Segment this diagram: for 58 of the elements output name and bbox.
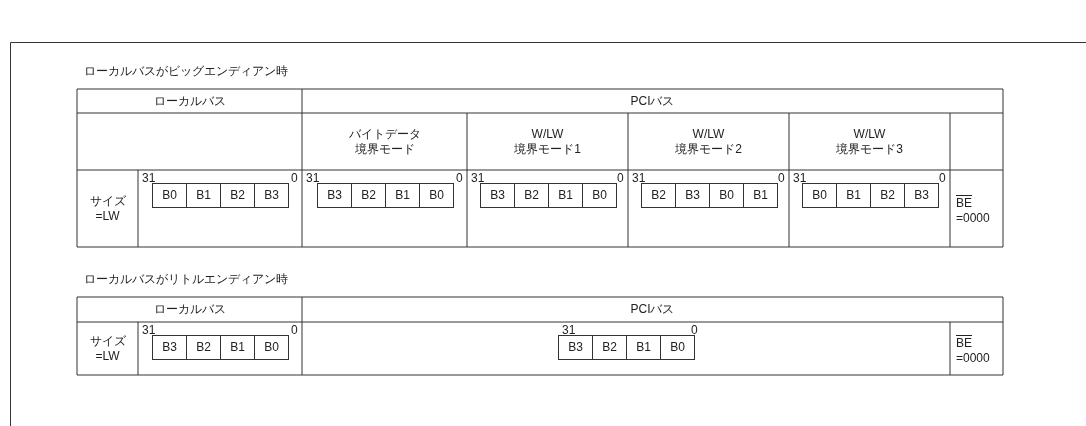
byte-cell: B1: [548, 183, 583, 208]
bit-number: 31: [562, 323, 576, 338]
byte-cell: B2: [592, 335, 627, 360]
byte-cell: B0: [254, 335, 289, 360]
byte-cell: B1: [385, 183, 420, 208]
byte-cell: B2: [870, 183, 905, 208]
section-title: ローカルバスがビッグエンディアン時: [84, 64, 288, 79]
mode-header: W/LW 境界モード2: [674, 126, 743, 157]
byte-cell: B3: [254, 183, 289, 208]
bit-number: 0: [778, 171, 785, 186]
byte-cell: B3: [152, 335, 187, 360]
byte-enable-value: =0000: [956, 350, 990, 366]
bit-number: 31: [142, 323, 156, 338]
byte-cell: B2: [220, 183, 255, 208]
byte-cell: B2: [514, 183, 549, 208]
byte-cell: B0: [660, 335, 695, 360]
byte-cell: B0: [709, 183, 744, 208]
column-header: PCIバス: [629, 302, 676, 317]
byte-cell: B0: [419, 183, 454, 208]
byte-cell: B1: [626, 335, 661, 360]
byte-cell: B0: [582, 183, 617, 208]
byte-cell: B1: [220, 335, 255, 360]
mode-header: W/LW 境界モード3: [835, 126, 904, 157]
bit-number: 0: [291, 323, 298, 338]
mode-header: バイトデータ境界モード: [347, 126, 422, 157]
byte-enable-value: =0000: [956, 210, 990, 226]
byte-enable-signal: BE: [956, 335, 972, 351]
column-header: PCIバス: [629, 93, 676, 109]
byte-cell: B2: [186, 335, 221, 360]
bit-number: 0: [617, 171, 624, 186]
row-header: サイズ =LW: [88, 193, 127, 224]
byte-cell: B0: [152, 183, 187, 208]
bit-number: 31: [793, 171, 807, 186]
bit-number: 0: [691, 323, 698, 338]
bit-number: 31: [142, 171, 156, 186]
byte-cell: B3: [904, 183, 939, 208]
byte-cell: B2: [641, 183, 676, 208]
byte-cell: B3: [317, 183, 352, 208]
bit-number: 31: [632, 171, 646, 186]
byte-cell: B1: [836, 183, 871, 208]
section-title: ローカルバスがリトルエンディアン時: [84, 272, 288, 287]
byte-cell: B1: [186, 183, 221, 208]
byte-cell: B0: [802, 183, 837, 208]
bit-number: 0: [456, 171, 463, 186]
bit-number: 31: [306, 171, 320, 186]
bit-number: 31: [471, 171, 485, 186]
byte-cell: B3: [675, 183, 710, 208]
bit-number: 0: [291, 171, 298, 186]
byte-cell: B3: [558, 335, 593, 360]
byte-cell: B2: [351, 183, 386, 208]
byte-enable-signal: BE: [956, 195, 972, 211]
mode-header: W/LW 境界モード1: [513, 126, 582, 157]
byte-cell: B1: [743, 183, 778, 208]
byte-cell: B3: [480, 183, 515, 208]
column-header: ローカルバス: [152, 93, 227, 109]
bit-number: 0: [939, 171, 946, 186]
row-header: サイズ =LW: [88, 333, 127, 364]
column-header: ローカルバス: [152, 302, 227, 317]
